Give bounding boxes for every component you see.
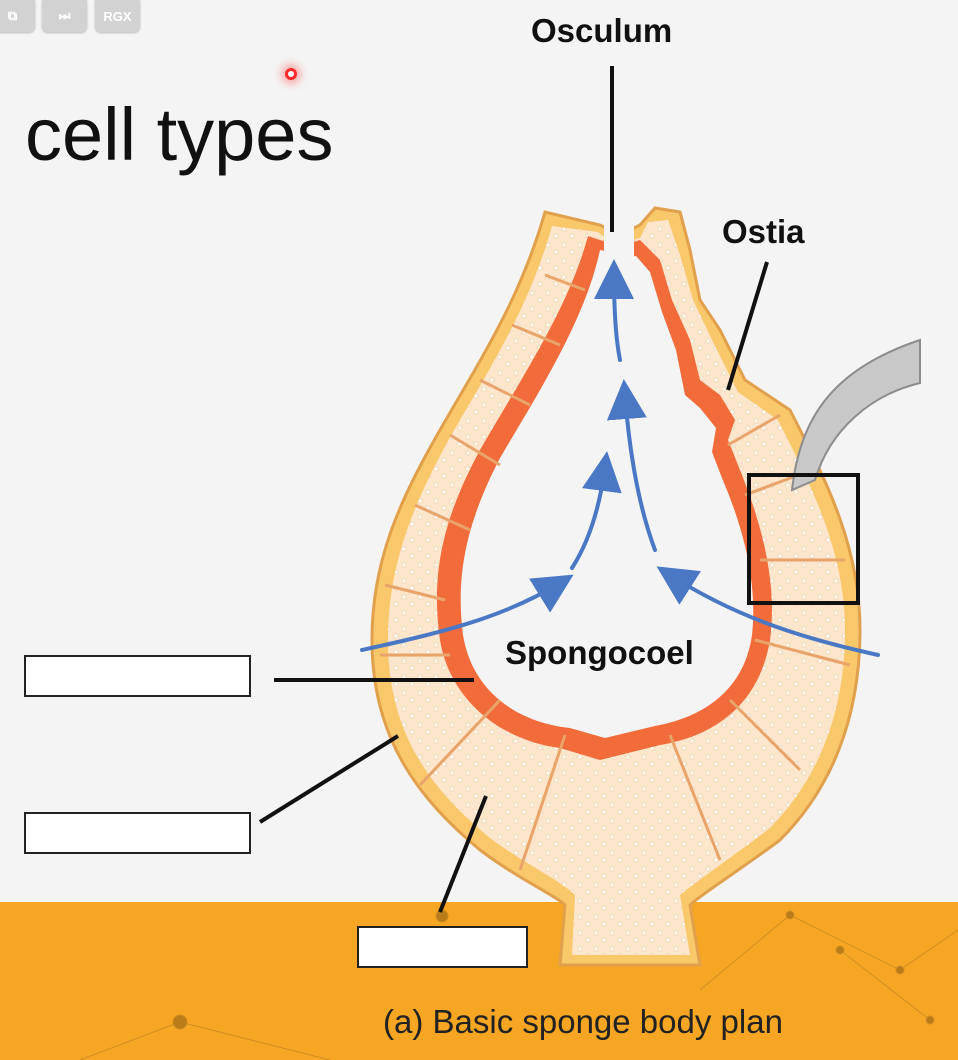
laser-pointer <box>285 68 297 80</box>
spongocoel-label: Spongocoel <box>505 634 694 671</box>
rgx-label: RGX <box>103 8 132 24</box>
blank-label-box-3[interactable] <box>357 926 528 968</box>
ostia-label: Ostia <box>722 213 805 250</box>
network-decoration <box>79 909 958 1060</box>
rgx-button[interactable]: RGX <box>95 0 140 32</box>
slide-title: l cell types <box>0 93 334 176</box>
popout-button[interactable]: ⧉ <box>0 0 35 32</box>
blank-label-box-2[interactable] <box>24 812 251 854</box>
skip-forward-button[interactable]: ⏭ <box>42 0 87 32</box>
zoom-callout <box>790 338 921 492</box>
leader-lines <box>258 66 769 913</box>
water-flow-arrows <box>360 259 880 657</box>
sponge-body <box>370 200 862 967</box>
zoom-box <box>747 473 860 605</box>
osculum-label: Osculum <box>531 12 673 49</box>
diagram-caption: (a) Basic sponge body plan <box>383 1003 783 1040</box>
popout-icon: ⧉ <box>7 8 18 23</box>
blank-label-box-1[interactable] <box>24 655 251 697</box>
skip-forward-icon: ⏭ <box>58 8 71 23</box>
